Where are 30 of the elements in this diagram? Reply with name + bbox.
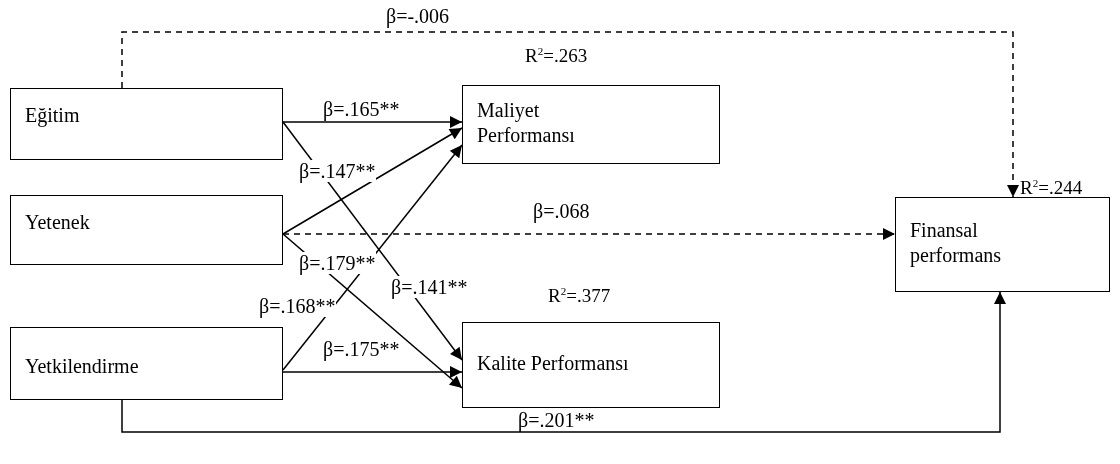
edge-label: β=.141**: [390, 276, 469, 298]
edge-label: β=.175**: [322, 338, 401, 360]
variable-name: Eğitim: [25, 103, 81, 128]
dashed-arrow: [121, 31, 1019, 198]
variable-name: Yetenek: [25, 210, 91, 235]
edge-label: β=.179**: [298, 252, 377, 274]
edge-label: β=.201**: [517, 409, 596, 431]
r-squared-label: R$^{2}$=.244: [1020, 176, 1083, 200]
arrow: [121, 291, 1006, 433]
variable-box: [895, 197, 1110, 292]
variable-name: Yetkilendirme: [25, 354, 140, 379]
r-squared-label: R$^{2}$=.377: [548, 284, 611, 308]
dashed-arrow: [282, 228, 896, 240]
edge-label: β=.147**: [298, 160, 377, 182]
edge-label: β=.068: [532, 200, 591, 222]
edge-label: β=.168**: [258, 295, 337, 317]
variable-name: Maliyet Performansı: [477, 98, 576, 148]
arrow: [282, 366, 463, 378]
arrow: [282, 127, 463, 235]
variable-box: [10, 195, 283, 265]
variable-name: Finansal performans: [910, 218, 1003, 268]
variable-box: [10, 327, 283, 400]
edge-label: β=-.006: [385, 5, 451, 27]
arrow: [282, 116, 463, 128]
variable-name: Kalite Performansı: [477, 351, 630, 376]
variable-box: [462, 322, 720, 408]
r-squared-label: R$^{2}$=.263: [525, 44, 588, 68]
variable-box: [462, 85, 720, 164]
variable-box: [10, 88, 283, 160]
edge-label: β=.165**: [322, 98, 401, 120]
